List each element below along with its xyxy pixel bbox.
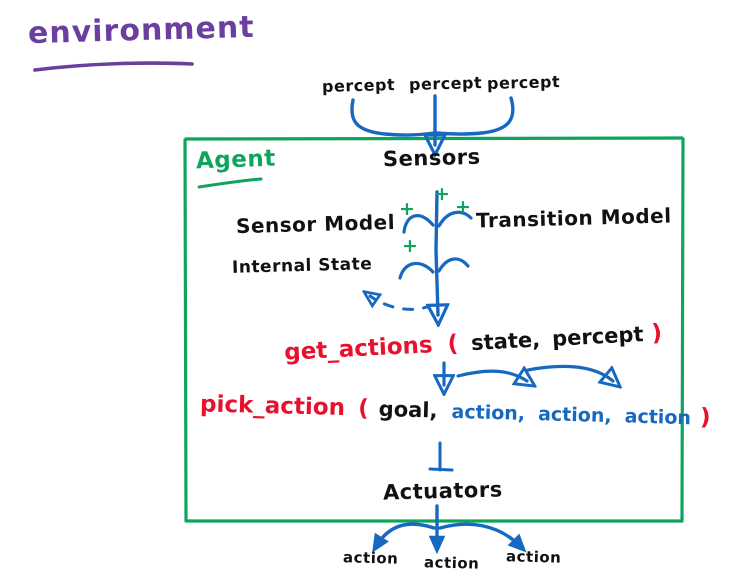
percept-label-2: percept	[408, 73, 483, 94]
percept-convergence-arrows	[350, 94, 515, 145]
percept-label-1: percept	[321, 75, 396, 96]
sensor-to-state-trunk	[436, 190, 438, 315]
get-actions-arg-percept: percept	[551, 322, 645, 351]
page-title: environment	[27, 9, 256, 52]
action-output-label-3: action	[505, 547, 562, 567]
plus-icon-1: +	[399, 198, 416, 220]
transition-model-label: Transition Model	[475, 203, 672, 233]
actuators-output-arrows	[372, 504, 527, 555]
agent-label-underline	[197, 177, 263, 189]
plus-icon-2: +	[455, 196, 472, 218]
pick-action-to-actuators-arrow	[428, 441, 454, 472]
actuators-label: Actuators	[382, 477, 503, 505]
environment-underline	[33, 61, 194, 72]
internal-state-label: Internal State	[231, 254, 373, 278]
agent-box-label: Agent	[195, 145, 277, 175]
get-actions-close-paren: )	[650, 320, 663, 347]
model-branches-upper	[402, 210, 473, 234]
sensor-model-label: Sensor Model	[235, 209, 396, 239]
action-output-label-1: action	[342, 548, 399, 568]
pick-action-arg-action-3: action	[624, 405, 692, 430]
percept-label-3: percept	[486, 72, 561, 93]
model-branches-lower	[398, 257, 470, 280]
get-actions-to-actions-arrows	[444, 361, 613, 385]
pick-action-open-paren: (	[357, 395, 369, 422]
agent-box	[183, 136, 685, 523]
internal-state-feedback-arrow	[370, 296, 434, 311]
plus-icon-4: +	[402, 235, 419, 257]
get-actions-open-paren: (	[446, 330, 459, 358]
action-output-label-2: action	[423, 553, 480, 573]
pick-action-arg-action-2: action,	[537, 403, 612, 428]
pick-action-name: pick_action	[199, 391, 346, 422]
pick-action-close-paren: )	[699, 404, 711, 431]
get-actions-arg-state: state,	[470, 327, 541, 356]
pick-action-arg-goal: goal,	[378, 396, 438, 423]
pick-action-arg-action-1: action,	[451, 400, 526, 425]
sensors-label: Sensors	[382, 144, 481, 172]
plus-icon-3: +	[434, 183, 451, 205]
